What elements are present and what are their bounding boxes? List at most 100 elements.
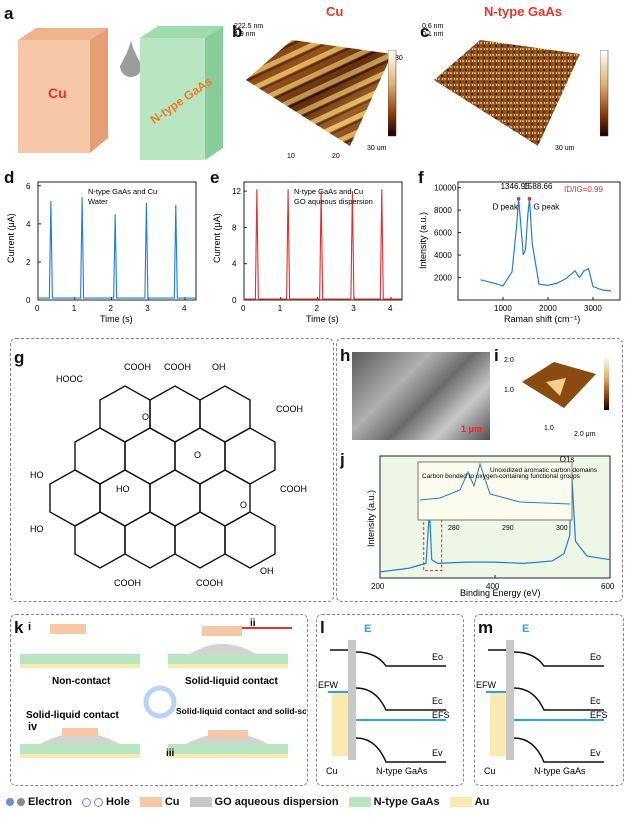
x-axis-label: Binding Energy (eV): [460, 588, 541, 598]
m-efs: EFS: [590, 710, 608, 720]
x-tick-label: 1: [278, 304, 283, 313]
y-axis-label: Current (μA): [212, 213, 222, 263]
plot-frame: [243, 181, 403, 301]
legend-hole: Hole: [82, 796, 130, 808]
m-efw: EFW: [476, 680, 497, 690]
x-tick-label: 3000: [584, 304, 602, 313]
group-cooh-4: COOH: [280, 484, 307, 494]
legend-au: Au: [449, 796, 489, 808]
inset-x-tick: 290: [502, 525, 514, 532]
m-cu: Cu: [484, 766, 496, 776]
panel-label-c: c: [420, 22, 430, 41]
o1s-label: O1s: [560, 455, 575, 464]
afm-cu-image: 222.5 nm 4.9 nm 10 20 30 um 30: [234, 23, 403, 160]
legend-cu: Cu: [139, 796, 180, 808]
z-top: 0.6 nm: [422, 23, 444, 30]
panel-label-g: g: [14, 348, 25, 367]
cu-swatch: [139, 797, 162, 807]
i-y2: 1.0: [504, 387, 514, 394]
legend-line-2: GO aqueous dispersion: [294, 197, 373, 206]
z-top: 222.5 nm: [234, 23, 263, 30]
series-line-GO aqueous dispersion: [244, 189, 402, 300]
panel-label-j: j: [340, 450, 345, 469]
panel-label-i: i: [494, 346, 499, 365]
y-axis-label: Intensity (a.u.): [366, 490, 376, 547]
x-axis-label: Time (s): [100, 314, 133, 324]
peak-2-marker: [527, 197, 532, 201]
l-cu: Cu: [326, 766, 338, 776]
x-tick-label: 2: [314, 304, 319, 313]
panel-label-b: b: [232, 22, 243, 41]
panel-label-m: m: [478, 618, 494, 637]
l-efw: EFW: [318, 680, 339, 690]
panel-m-diagram: E Eo Ec EFS Ev EFW Cu N-type GaAs: [476, 623, 608, 776]
panel-label-l: l: [320, 618, 325, 637]
legend-go: GO aqueous dispersion: [189, 796, 339, 808]
inset-frame: [417, 461, 573, 521]
m-ev: Ev: [590, 748, 601, 758]
y-tick-label: 2000: [434, 274, 452, 283]
afm-gaas-colorbar: [600, 50, 609, 137]
afm-go-image: 2.0 1.0 1.0 2.0 μm: [504, 356, 609, 438]
m-eo: Eo: [590, 652, 601, 662]
l-field: E: [364, 623, 371, 635]
m-gaas: N-type GaAs: [534, 766, 586, 776]
y-tick-label: 4: [26, 220, 31, 229]
legend-line-2: Water: [88, 197, 108, 206]
group-ho-3: HO: [30, 524, 44, 534]
x-tick-label: 200: [371, 582, 385, 591]
x-tick-label: 3: [351, 304, 356, 313]
legend-electron: Electron: [6, 796, 72, 808]
au-swatch: [449, 797, 472, 807]
panel-label-d: d: [4, 168, 15, 187]
group-oh-2: OH: [260, 566, 274, 576]
afm-gaas-image: 0.6 nm 0.1 nm 30 um: [422, 23, 580, 152]
inset-line: [419, 462, 571, 505]
afm-cu-colorbar: [388, 50, 397, 137]
inset-x-tick: 300: [556, 525, 568, 532]
panel-label-h: h: [340, 346, 351, 365]
panel-hij-box: [336, 338, 623, 602]
y-tick-label: 4: [232, 260, 237, 269]
y-30: 30: [395, 55, 403, 62]
group-cooh-3: COOH: [276, 404, 303, 414]
x-tick-label: 1000: [494, 304, 512, 313]
x-tick-label: 0: [35, 304, 40, 313]
panel-label-k: k: [14, 618, 24, 637]
z-sub: 4.9 nm: [234, 31, 256, 38]
panel-label-a: a: [4, 4, 14, 23]
peak-1-value: 1346.95: [501, 182, 530, 191]
k-slc: Solid-liquid contact: [185, 676, 278, 687]
x-axis-label: Raman shift (cm⁻¹): [504, 314, 580, 324]
group-cooh-2: COOH: [164, 362, 191, 372]
x-tick-label: 1: [72, 304, 77, 313]
group-cooh-6: COOH: [196, 578, 223, 588]
sem-image: 1 μm: [352, 352, 490, 440]
k-iv: iv: [28, 721, 38, 733]
sem-scale: 1 μm: [460, 424, 482, 434]
x-axis-label: Time (s): [306, 314, 339, 324]
electron-icon: [6, 798, 14, 806]
inset-right-label: Unoxidized aromatic carbon domains: [490, 467, 598, 474]
hole-icon-2: [94, 797, 104, 807]
i-y1: 2.0: [504, 357, 514, 364]
group-ho-1: HO: [30, 470, 44, 480]
panel-m-box: [474, 614, 624, 786]
i-x2: 2.0 μm: [574, 431, 596, 438]
i-x1: 1.0: [544, 425, 554, 432]
x-tick-label: 3: [145, 304, 150, 313]
panel-k-box: [10, 614, 308, 786]
cu-label: Cu: [48, 85, 67, 101]
go-swatch: [189, 797, 212, 807]
group-hooc: HOOC: [56, 374, 84, 384]
inset-x-tick: 280: [448, 525, 460, 532]
legend-line-1: N-type GaAs and Cu: [88, 187, 157, 196]
electron-icon-2: [17, 798, 25, 806]
l-ec: Ec: [432, 696, 443, 706]
group-o-3: O: [240, 500, 247, 510]
peak-2-value: 1588.66: [523, 182, 552, 191]
xps-line: [379, 468, 611, 573]
y-tick-label: 10000: [434, 184, 457, 193]
